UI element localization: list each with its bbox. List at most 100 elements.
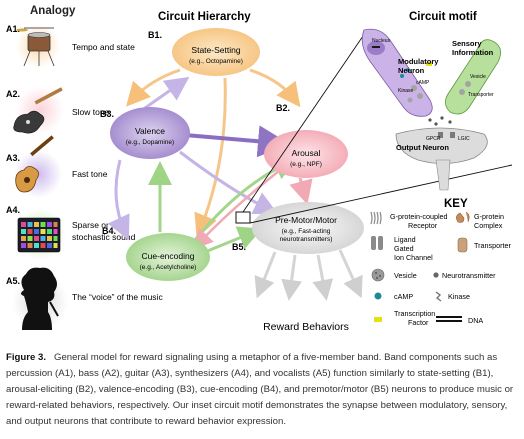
node-b1-name: State-Setting: [191, 45, 240, 55]
node-b1-state-setting: B1. State-Setting (e.g., Octopamine): [148, 28, 260, 76]
analogy-label-a2: Slow tone: [72, 107, 110, 117]
transcription-factor-glyph: [426, 62, 432, 66]
figure-caption: Figure 3. General model for reward signa…: [6, 350, 518, 430]
analogy-id-a1: A1.: [6, 24, 20, 34]
transcription-factor-key-icon: [374, 317, 382, 322]
node-b2-arousal: B2. Arousal (e.g., NPF): [264, 103, 348, 178]
node-b5-id: B5.: [232, 242, 246, 252]
vesicle-key-icon: [371, 268, 385, 282]
key-tf-line1: Transcription: [394, 309, 435, 318]
arrow-b2-to-b5: [289, 177, 313, 205]
camp-key-icon: [374, 292, 382, 300]
inset-zoom-box: [235, 211, 251, 224]
analogy-id-a3: A3.: [6, 153, 20, 163]
key-tf-line2: Factor: [408, 318, 429, 327]
key-gprotein-line2: Complex: [474, 221, 503, 230]
hierarchy-title: Circuit Hierarchy: [158, 11, 251, 23]
arrow-b5-out-1: [254, 251, 277, 299]
kinase-key-icon: [435, 291, 442, 302]
node-b3-id: B3.: [100, 109, 114, 119]
gpcr-key-icon: [370, 211, 382, 225]
analogy-label-a3: Fast tone: [72, 169, 108, 179]
analogy-id-a4: A4.: [6, 205, 20, 215]
key-vesicle: Vesicle: [394, 271, 417, 280]
arrow-b3-to-b2: [184, 125, 290, 158]
arrow-b1-to-b3: [125, 68, 181, 107]
inset-connector-bottom: [249, 164, 513, 224]
arrow-b1-to-b2: [249, 68, 301, 108]
motif-label-output: Output Neuron: [396, 143, 449, 152]
node-b1-ellipse: [172, 28, 260, 76]
analogy-item-a2: A2. Slow tone: [6, 86, 110, 134]
circuit-motif-illustration: Nucleus Modulatory Neuron Sensory Inform…: [361, 28, 502, 191]
arrow-b4-to-b5: [204, 226, 263, 254]
output-axon-shape: [435, 159, 451, 191]
arrow-b5-out-4: [338, 249, 363, 299]
node-b1-example: (e.g., Octopamine): [189, 58, 243, 65]
node-b5-ellipse: [252, 202, 364, 254]
vocalist-silhouette-icon: [21, 267, 59, 330]
node-b5-name: Pre-Motor/Motor: [275, 215, 337, 225]
arrow-b5-out-2: [281, 254, 303, 301]
motif-label-modulatory-2: Neuron: [398, 66, 425, 75]
key-lgic-line2: Gated: [394, 244, 414, 253]
key-lgic-line3: Ion Channel: [394, 253, 433, 262]
arrow-b2-to-b4: [192, 169, 281, 250]
node-b1-id: B1.: [148, 30, 162, 40]
motif-label-camp: cAMP: [416, 80, 430, 86]
node-b3-valence: B3. Valence (e.g., Dopamine): [100, 107, 190, 159]
analogy-id-a2: A2.: [6, 89, 20, 99]
key-neurotransmitter: Neurotransmitter: [442, 271, 496, 280]
transporter-key-icon: [457, 237, 468, 253]
caption-label: Figure 3.: [6, 352, 46, 363]
analogy-title: Analogy: [30, 5, 76, 17]
key-transporter: Transporter: [474, 241, 511, 250]
neurotransmitter-key-icon: [433, 272, 439, 278]
analogy-item-a5: A5. The “voice” of the music: [6, 267, 163, 330]
node-b3-example: (e.g., Dopamine): [126, 139, 174, 146]
key-kinase: Kinase: [448, 292, 470, 301]
node-b5-example-line2: neurotransmitters): [280, 236, 333, 243]
output-neuron-shape: [395, 127, 488, 164]
node-b5-example-line1: (e.g., Fast-acting: [282, 228, 331, 235]
bass-guitar-icon: [13, 87, 63, 134]
motif-label-transporter: Transporter: [468, 92, 494, 98]
node-b2-ellipse: [264, 130, 348, 178]
node-b4-name: Cue-encoding: [142, 251, 195, 261]
node-b4-cue-encoding: B4. Cue-encoding (e.g., Acetylcholine): [102, 226, 210, 281]
acoustic-guitar-icon: [15, 135, 54, 193]
analogy-item-a4: A4. Sparse or stochastic sound: [6, 205, 136, 260]
node-b4-ellipse: [126, 233, 210, 281]
motif-label-sensory-2: Information: [452, 48, 494, 57]
arrow-b5-out-3: [312, 254, 334, 301]
key-dna: DNA: [468, 316, 483, 325]
node-b2-id: B2.: [276, 103, 290, 113]
motif-label-modulatory: Modulatory: [398, 57, 439, 66]
node-b2-name: Arousal: [292, 148, 321, 158]
node-b4-example: (e.g., Acetylcholine): [140, 264, 197, 271]
motif-title: Circuit motif: [409, 11, 477, 23]
motif-label-kinase: Kinase: [398, 88, 414, 94]
lgic-key-icon: [371, 236, 376, 250]
motif-label-gpcr: GPCR: [426, 136, 441, 142]
analogy-label-a5: The “voice” of the music: [72, 292, 163, 302]
arrow-b3-to-b4: [107, 159, 130, 241]
motif-label-sensory: Sensory: [452, 39, 482, 48]
key-gprotein-line1: G-protein: [474, 212, 504, 221]
analogy-item-a3: A3. Fast tone: [6, 135, 108, 198]
arrow-b3-to-b1: [144, 76, 190, 110]
g-protein-key-icon: [456, 211, 470, 223]
key-title: KEY: [444, 198, 468, 210]
arrow-b1-to-b4: [194, 77, 227, 239]
analogy-label-a4-line2: stochastic sound: [72, 232, 136, 242]
reward-behaviors-label: Reward Behaviors: [263, 321, 349, 333]
node-b3-name: Valence: [135, 126, 165, 136]
node-b4-id: B4.: [102, 226, 116, 236]
dna-glyph: [372, 46, 380, 48]
caption-text: General model for reward signaling using…: [6, 352, 514, 427]
dna-key-icon: [436, 316, 462, 318]
node-b3-ellipse: [110, 107, 190, 159]
drum-kit-icon: [16, 27, 55, 67]
legend-key: KEY G-protein-coupled Receptor G-protein…: [370, 198, 511, 327]
arrow-b3-to-b5: [179, 150, 279, 215]
